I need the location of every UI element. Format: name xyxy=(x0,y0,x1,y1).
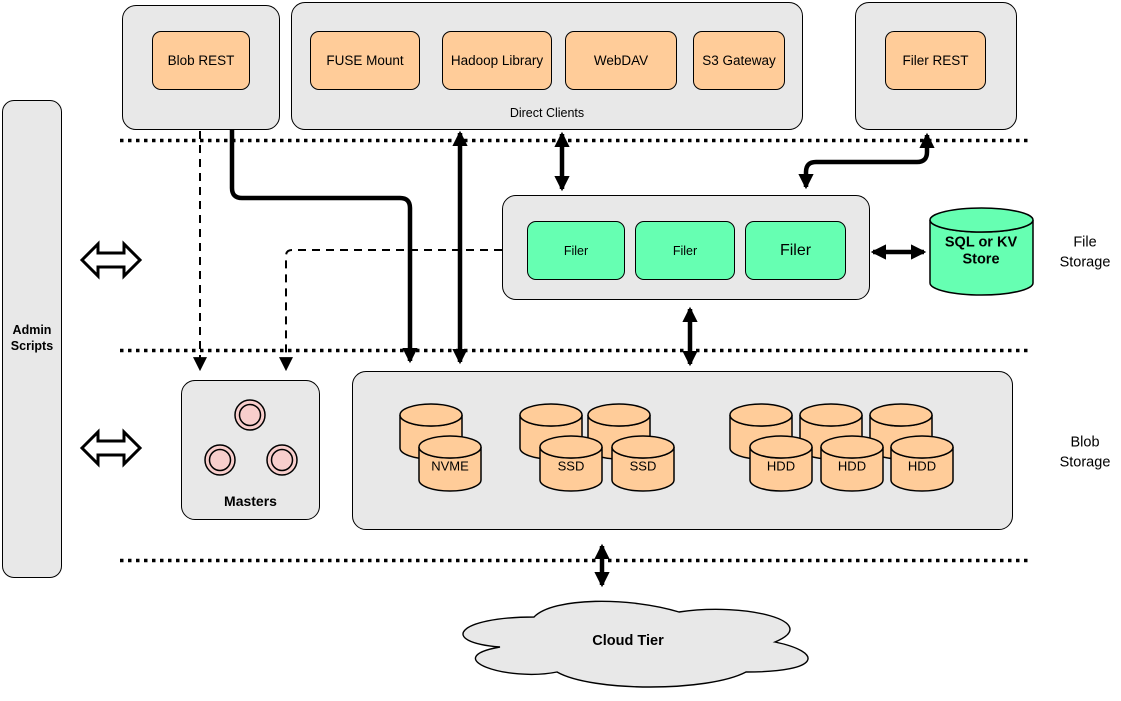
filer-3-label: Filer xyxy=(779,241,812,259)
filer-rest-box: Filer REST xyxy=(885,31,986,90)
volume-label-nvme: NVME xyxy=(431,458,469,474)
master-nodes xyxy=(204,399,298,476)
hadoop-library-box: Hadoop Library xyxy=(442,31,552,90)
masters-container: Masters xyxy=(181,380,320,520)
webdav-box: WebDAV xyxy=(565,31,677,90)
connector-filers-to-filerrest xyxy=(798,132,935,190)
filer-1-label: Filer xyxy=(563,243,589,258)
filer-2-label: Filer xyxy=(672,243,698,258)
file-storage-tier-label: File Storage xyxy=(1059,234,1111,270)
master-node-inner xyxy=(208,448,232,472)
admin-blob-tier-arrow xyxy=(79,428,143,468)
connector-filers-to-masters xyxy=(279,249,502,372)
filer-rest-label: Filer REST xyxy=(902,53,969,68)
volume-label-hdd-3: HDD xyxy=(907,458,937,474)
volume-cylinders xyxy=(399,403,954,492)
masters-label: Masters xyxy=(224,493,277,509)
filer-box-2: Filer xyxy=(635,221,735,280)
cloud-shape xyxy=(462,600,809,688)
kv-store-cylinder xyxy=(929,207,1034,296)
fuse-mount-box: FUSE Mount xyxy=(310,31,420,90)
volume-label-ssd-2: SSD xyxy=(629,458,657,474)
blob-storage-tier-label: Blob Storage xyxy=(1059,434,1111,470)
filer-box-3: Filer xyxy=(745,221,846,280)
webdav-label: WebDAV xyxy=(593,53,649,68)
s3-gateway-label: S3 Gateway xyxy=(702,53,776,68)
fuse-mount-label: FUSE Mount xyxy=(326,53,404,68)
connector-blobrest-to-blobstore xyxy=(229,130,418,364)
cloud-tier-label: Cloud Tier xyxy=(592,633,664,649)
volume-label-hdd-2: HDD xyxy=(837,458,867,474)
filer-box-1: Filer xyxy=(527,221,625,280)
volume-label-ssd-1: SSD xyxy=(557,458,585,474)
admin-scripts-label: Admin Scripts xyxy=(10,323,54,353)
blob-rest-label: Blob REST xyxy=(167,53,235,68)
volume-label-hdd-1: HDD xyxy=(766,458,796,474)
s3-gateway-box: S3 Gateway xyxy=(693,31,785,90)
admin-filer-tier-arrow xyxy=(79,240,143,280)
blob-rest-box: Blob REST xyxy=(152,31,250,90)
admin-scripts-box: Admin Scripts xyxy=(2,100,62,578)
hadoop-library-label: Hadoop Library xyxy=(450,53,544,68)
kv-store-label: SQL or KV Store xyxy=(944,234,1018,268)
master-node-inner xyxy=(270,448,294,472)
master-node-inner xyxy=(238,403,262,427)
direct-clients-label: Direct Clients xyxy=(509,106,585,120)
